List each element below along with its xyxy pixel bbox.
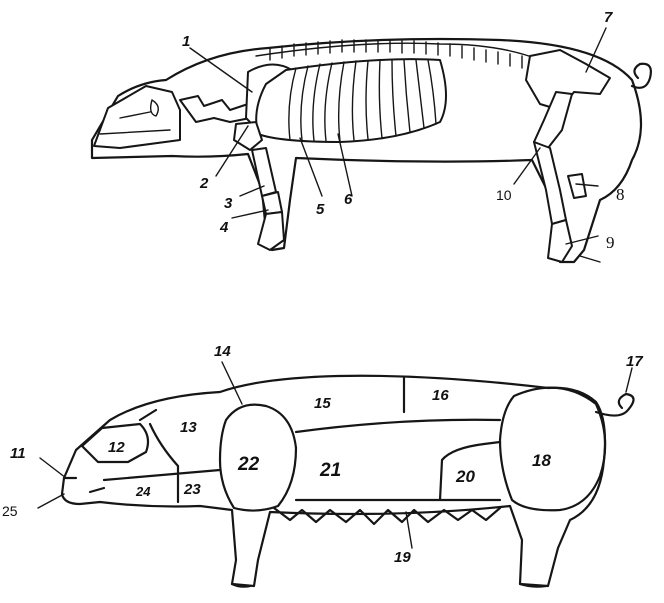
cut-snout [64, 478, 104, 492]
label-5: 5 [316, 201, 325, 218]
label-17: 17 [626, 353, 643, 370]
hind-foot-bones [548, 220, 572, 262]
label-10: 10 [496, 187, 512, 203]
label-25: 25 [2, 503, 18, 519]
label-23: 23 [183, 481, 201, 498]
label-9: 9 [606, 233, 615, 252]
label-2: 2 [199, 175, 209, 192]
skeleton-tail [632, 64, 651, 88]
skeleton-diagram: 1 2 3 4 5 6 7 8 9 10 [92, 9, 651, 262]
label-11: 11 [10, 445, 26, 462]
label-15: 15 [314, 395, 331, 412]
label-3: 3 [224, 195, 233, 212]
label-6: 6 [344, 191, 353, 208]
fore-foot-bones [258, 212, 284, 250]
label-19: 19 [394, 549, 411, 566]
cut-hooves [232, 584, 546, 587]
label-8: 8 [616, 185, 625, 204]
label-14: 14 [214, 343, 231, 360]
hock-bone [568, 174, 586, 198]
label-20: 20 [455, 467, 475, 486]
label-4: 4 [219, 219, 229, 236]
label-21: 21 [319, 460, 341, 481]
label-13: 13 [180, 419, 197, 436]
label-16: 16 [432, 387, 449, 404]
label-18: 18 [532, 451, 551, 470]
label-12: 12 [108, 439, 125, 456]
neck-vertebrae [180, 96, 250, 122]
cuts-diagram: 11 12 13 14 15 16 17 18 19 20 21 22 23 2… [2, 343, 643, 587]
label-22: 22 [237, 454, 260, 475]
label-24: 24 [135, 484, 151, 499]
hind-tibia-bone [534, 142, 566, 224]
skull-bone [94, 86, 180, 148]
label-1: 1 [182, 33, 190, 50]
cut-ham-outline [500, 388, 605, 511]
label-7: 7 [604, 9, 613, 26]
